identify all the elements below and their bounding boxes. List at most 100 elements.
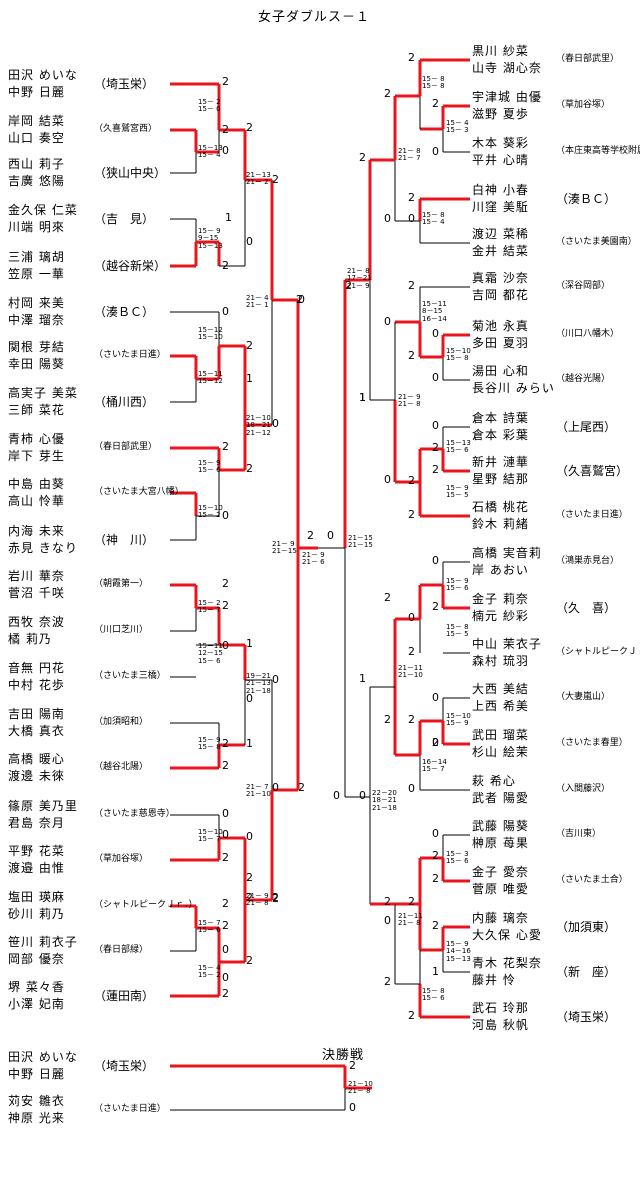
player-name: 三浦 璃胡 xyxy=(8,250,65,264)
match-score: 2 xyxy=(408,713,415,726)
set-score-line: 15－ 0 xyxy=(198,105,221,114)
player-name: 渡邉 由惟 xyxy=(8,861,65,875)
set-score-line: 15－ 2 xyxy=(198,98,221,106)
set-score-line: 17－21 xyxy=(347,274,372,283)
set-score-line: 15－ 6 xyxy=(446,857,469,866)
set-score-line: 15－11 xyxy=(198,642,223,650)
player-name: 赤見 きなり xyxy=(8,541,78,555)
match-score: 2 xyxy=(359,151,366,164)
player-name: 上西 希美 xyxy=(472,699,529,713)
club-name: （草加谷塚） xyxy=(556,100,611,110)
set-score-line: 15－ 8 xyxy=(422,211,445,219)
player-name: 内藤 璃奈 xyxy=(472,911,529,925)
match-score: 0 xyxy=(384,315,391,328)
set-score-line: 15－ 6 xyxy=(446,584,469,593)
match-score: 2 xyxy=(222,75,229,88)
match-score: 0 xyxy=(432,827,439,840)
club-name: （埼玉栄） xyxy=(94,77,155,91)
match-score: 2 xyxy=(246,462,253,475)
club-name: （春日部武里） xyxy=(94,442,158,452)
player-name: 中村 花歩 xyxy=(8,678,65,692)
set-score-line: 19－21 xyxy=(246,672,271,680)
match-score: 0 xyxy=(246,235,253,248)
club-name: （埼玉栄） xyxy=(94,1059,155,1073)
set-score-line: 16－14 xyxy=(422,314,447,323)
set-score-line: 15－ 6 xyxy=(446,446,469,455)
match-score: 0 xyxy=(432,371,439,384)
match-score: 2 xyxy=(408,895,415,908)
set-score-line: 15－ 4 xyxy=(422,218,445,227)
player-name: 山口 奏空 xyxy=(8,131,65,145)
player-name: 関根 芽結 xyxy=(8,340,65,354)
match-score: 0 xyxy=(408,782,415,795)
match-score: 0 xyxy=(222,509,229,522)
club-name: （さいたま三橋） xyxy=(94,671,166,681)
club-name: （さいたま土合） xyxy=(556,875,628,885)
set-score-line: 15－ 7 xyxy=(198,919,221,927)
match-score: 2 xyxy=(246,891,253,904)
club-name: （湊ＢＣ） xyxy=(94,305,155,319)
set-score-line: 15－ 8 xyxy=(422,82,445,91)
match-score: 2 xyxy=(298,781,305,794)
set-score-line: 15－ 4 xyxy=(198,151,221,160)
match-score: 0 xyxy=(432,327,439,340)
set-score-line: 15－13 xyxy=(198,241,223,250)
match-score: 0 xyxy=(222,943,229,956)
set-score-line: 15－ 9 xyxy=(198,736,221,744)
player-name: 新井 漣華 xyxy=(472,455,529,469)
set-score-line: 21－11 xyxy=(398,912,423,920)
match-score: 1 xyxy=(246,372,253,385)
club-name: （新 座） xyxy=(556,965,617,979)
match-score: 2 xyxy=(384,895,391,908)
player-name: 真霜 沙奈 xyxy=(472,271,529,285)
match-score: 0 xyxy=(384,473,391,486)
match-score: 2 xyxy=(384,975,391,988)
match-score: 0 xyxy=(222,305,229,318)
set-score-line: 15－ 5 xyxy=(446,491,469,500)
match-score: 0 xyxy=(272,417,279,430)
player-name: 平野 花菜 xyxy=(8,844,65,858)
player-name: 田沢 めいな xyxy=(8,1050,78,1064)
set-score-line: 15－12 xyxy=(198,377,223,386)
match-score: 2 xyxy=(246,954,253,967)
match-score: 2 xyxy=(222,440,229,453)
match-score: 1 xyxy=(359,391,366,404)
player-name: 多田 夏羽 xyxy=(472,336,529,350)
match-score: 2 xyxy=(307,529,314,542)
set-score-line: 21－ 6 xyxy=(302,558,325,567)
player-name: 武田 瑠菜 xyxy=(472,728,529,742)
set-score-line: 15－11 xyxy=(422,300,447,308)
set-score-line: 15－ 3 xyxy=(446,126,469,135)
player-name: 河島 秋帆 xyxy=(472,1018,529,1032)
set-score-line: 21－ 8 xyxy=(398,147,421,155)
set-score-line: 21－ 4 xyxy=(246,294,269,302)
player-name: 青木 花梨奈 xyxy=(472,956,542,970)
player-name: 藤井 怜 xyxy=(472,973,516,987)
match-score: 2 xyxy=(222,123,229,136)
player-name: 高橋 実音莉 xyxy=(472,546,542,560)
club-name: （越谷新栄） xyxy=(94,259,167,273)
club-name: （さいたま春里） xyxy=(556,738,628,748)
player-name: 塩田 瑛麻 xyxy=(8,890,65,904)
set-score-line: 21－15 xyxy=(272,547,297,556)
player-name: 青柿 心優 xyxy=(8,432,65,446)
set-score-line: 21－ 1 xyxy=(246,301,269,310)
player-name: 中島 由葵 xyxy=(8,477,65,491)
page-title: 女子ダブルス－１ xyxy=(258,10,371,25)
match-score: 2 xyxy=(222,259,229,272)
